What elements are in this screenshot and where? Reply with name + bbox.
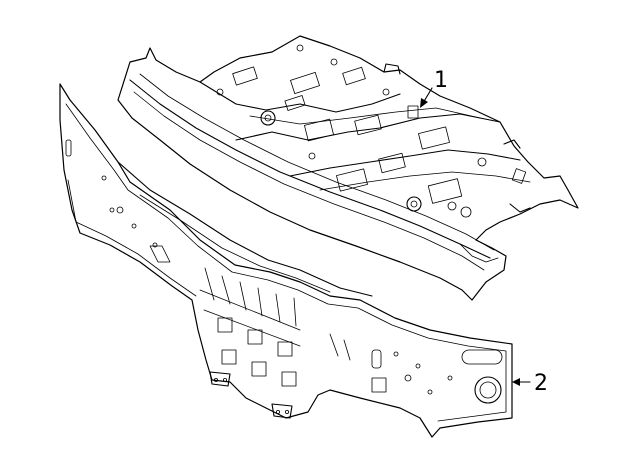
callout-label-1: 1 <box>434 68 448 93</box>
callout-1: 1 <box>420 68 448 108</box>
arrowhead-icon <box>420 98 428 108</box>
part-1-floor-panel <box>117 35 579 301</box>
arrowhead-icon <box>512 378 520 386</box>
callout-label-2: 2 <box>534 371 548 396</box>
part-2-rear-panel <box>59 83 513 438</box>
callout-2: 2 <box>512 371 548 396</box>
